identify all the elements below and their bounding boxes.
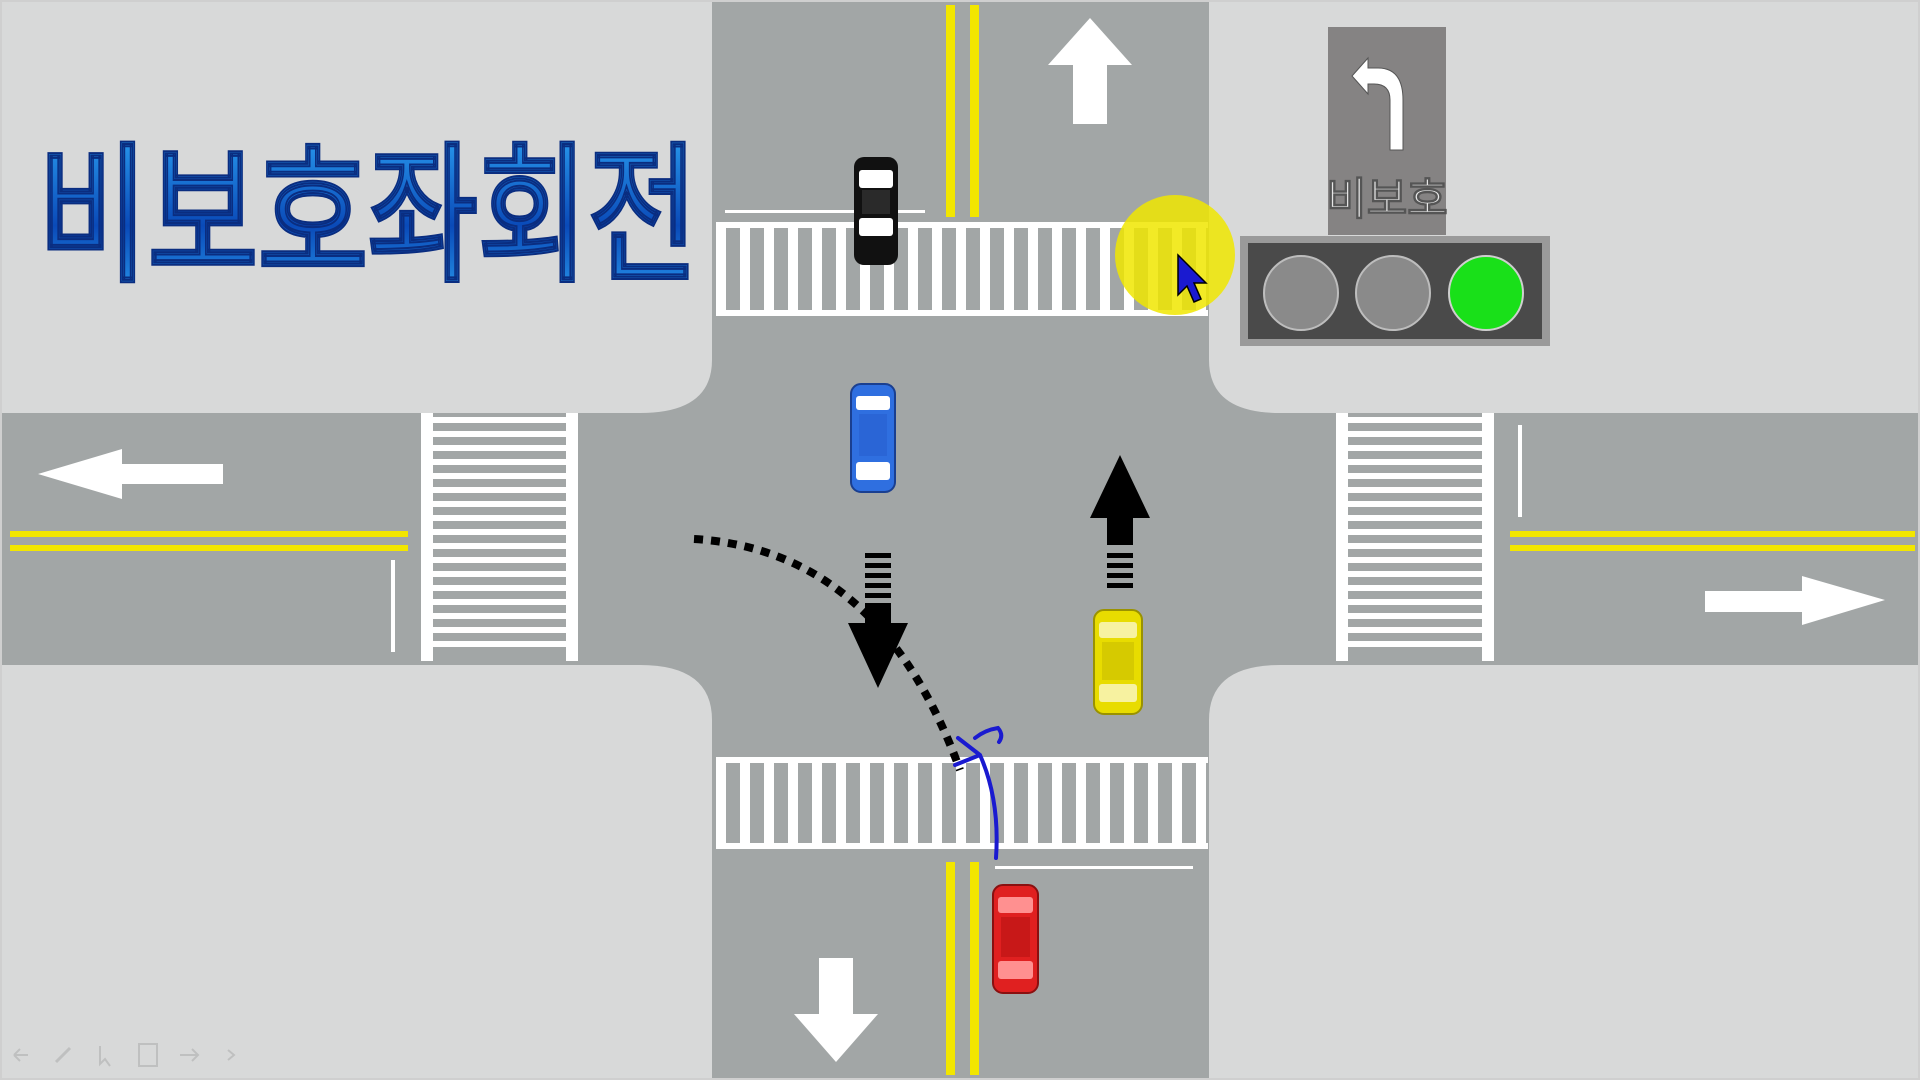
sign-label: 비보호 xyxy=(1326,174,1447,225)
traffic-lamp-left xyxy=(1263,255,1339,331)
mouse-pointer-icon xyxy=(1177,253,1208,303)
curb-nw-rounded xyxy=(585,0,712,413)
pen-annotation xyxy=(953,725,1004,860)
black-car xyxy=(854,157,898,265)
pointer-icon[interactable] xyxy=(99,1046,111,1067)
unprotected-left-turn-sign: 비보호 xyxy=(1326,27,1448,235)
yellow-car xyxy=(1093,609,1143,715)
curb-sw-rounded xyxy=(585,665,712,1080)
left-turn-arrow-icon xyxy=(1351,56,1404,151)
center-line-south xyxy=(946,862,955,1075)
red-car xyxy=(992,884,1039,994)
north-lane-arrow-icon xyxy=(1048,18,1132,124)
back-arrow-icon[interactable] xyxy=(13,1048,28,1062)
cursor-highlight xyxy=(1115,195,1235,315)
blue-car xyxy=(850,383,896,493)
chevron-right-icon[interactable] xyxy=(227,1049,236,1061)
page-title-group: 비보호좌회전 xyxy=(37,129,699,305)
traffic-lamp-right xyxy=(1448,255,1524,331)
center-line-east xyxy=(1510,531,1915,537)
center-line-north xyxy=(946,5,955,217)
left-turn-path xyxy=(693,535,964,772)
southbound-arrow-icon xyxy=(848,553,908,688)
page-title: 비보호좌회전 xyxy=(38,130,698,304)
south-crosswalk xyxy=(716,757,1208,869)
east-crosswalk xyxy=(1336,413,1522,661)
curb-se-rounded xyxy=(1209,665,1335,1080)
pen-icon[interactable] xyxy=(54,1046,72,1064)
west-lane-arrow-icon xyxy=(38,449,223,499)
west-crosswalk xyxy=(391,413,578,661)
slideshow-toolbar xyxy=(13,1043,236,1067)
curb-ne-rounded xyxy=(1209,0,1335,413)
traffic-light xyxy=(1240,236,1550,346)
northbound-arrow-icon xyxy=(1090,455,1150,588)
traffic-lamp-middle xyxy=(1355,255,1431,331)
forward-arrow-icon[interactable] xyxy=(180,1048,200,1062)
east-lane-arrow-icon xyxy=(1705,576,1885,625)
south-lane-arrow-icon xyxy=(794,958,878,1062)
center-line-west xyxy=(10,531,408,537)
page-icon[interactable] xyxy=(138,1043,158,1067)
center-lines xyxy=(10,5,1915,1075)
lane-arrows xyxy=(38,18,1885,1062)
